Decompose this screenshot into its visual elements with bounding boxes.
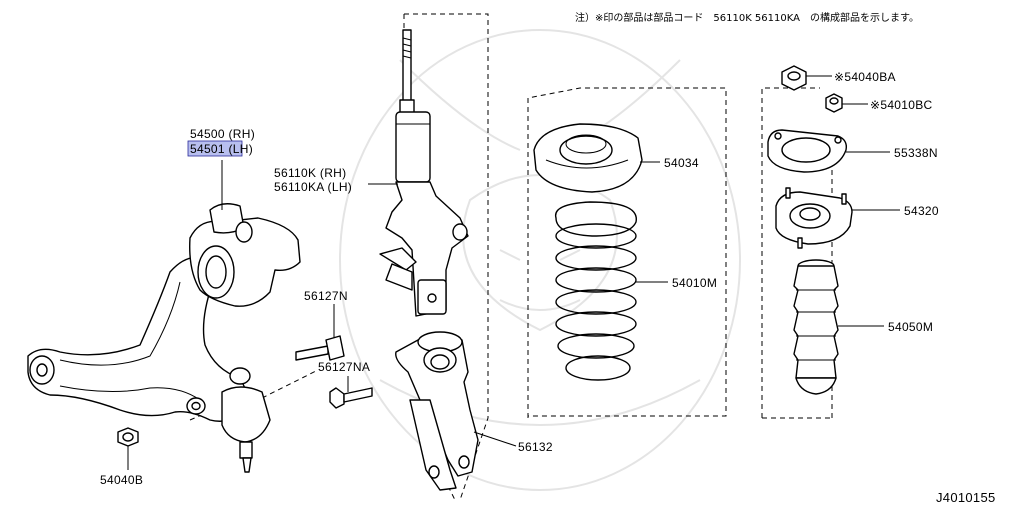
nut-54040ba-part[interactable] [781,65,807,91]
label-54320: 54320 [904,204,939,218]
label-lower-arm-lh[interactable]: 54501 (LH) [190,142,253,156]
label-54010m: 54010M [672,276,717,290]
header-note: 注）※印の部品は部品コード 56110K 56110KA の構成部品を示します。 [575,11,919,24]
strut-assembly-part[interactable] [379,29,469,317]
label-56132: 56132 [518,440,553,454]
diagram-id: J4010155 [936,490,996,505]
bolt-56127na-part[interactable] [329,387,373,409]
label-strut-rh: 56110K (RH) [274,166,346,180]
label-strut-lh: 56110KA (LH) [274,180,352,194]
label-54010bc: ※54010BC [870,98,933,112]
bolt-56127n-part[interactable] [295,335,345,361]
label-54050m: 54050M [888,320,933,334]
bound-bumper-part[interactable] [793,259,839,395]
lower-arm-part[interactable] [27,203,301,473]
nut-54040b-part[interactable] [117,427,139,447]
label-56127na: 56127NA [318,360,370,374]
coil-spring-part[interactable] [554,201,637,381]
label-54040ba: ※54040BA [834,70,896,84]
label-56127n: 56127N [304,289,348,303]
insulator-part[interactable] [767,129,848,173]
label-54040b: 54040B [100,473,143,487]
nut-54010bc-part[interactable] [825,93,843,113]
label-lower-arm-rh: 54500 (RH) [190,127,255,141]
label-55338n: 55338N [894,146,938,160]
spring-seat-part[interactable] [533,123,643,193]
knuckle-part[interactable] [395,331,479,491]
leader-56132 [473,431,517,447]
highlight-54501 [187,140,243,157]
label-54034: 54034 [664,156,699,170]
strut-mount-part[interactable] [775,187,853,249]
